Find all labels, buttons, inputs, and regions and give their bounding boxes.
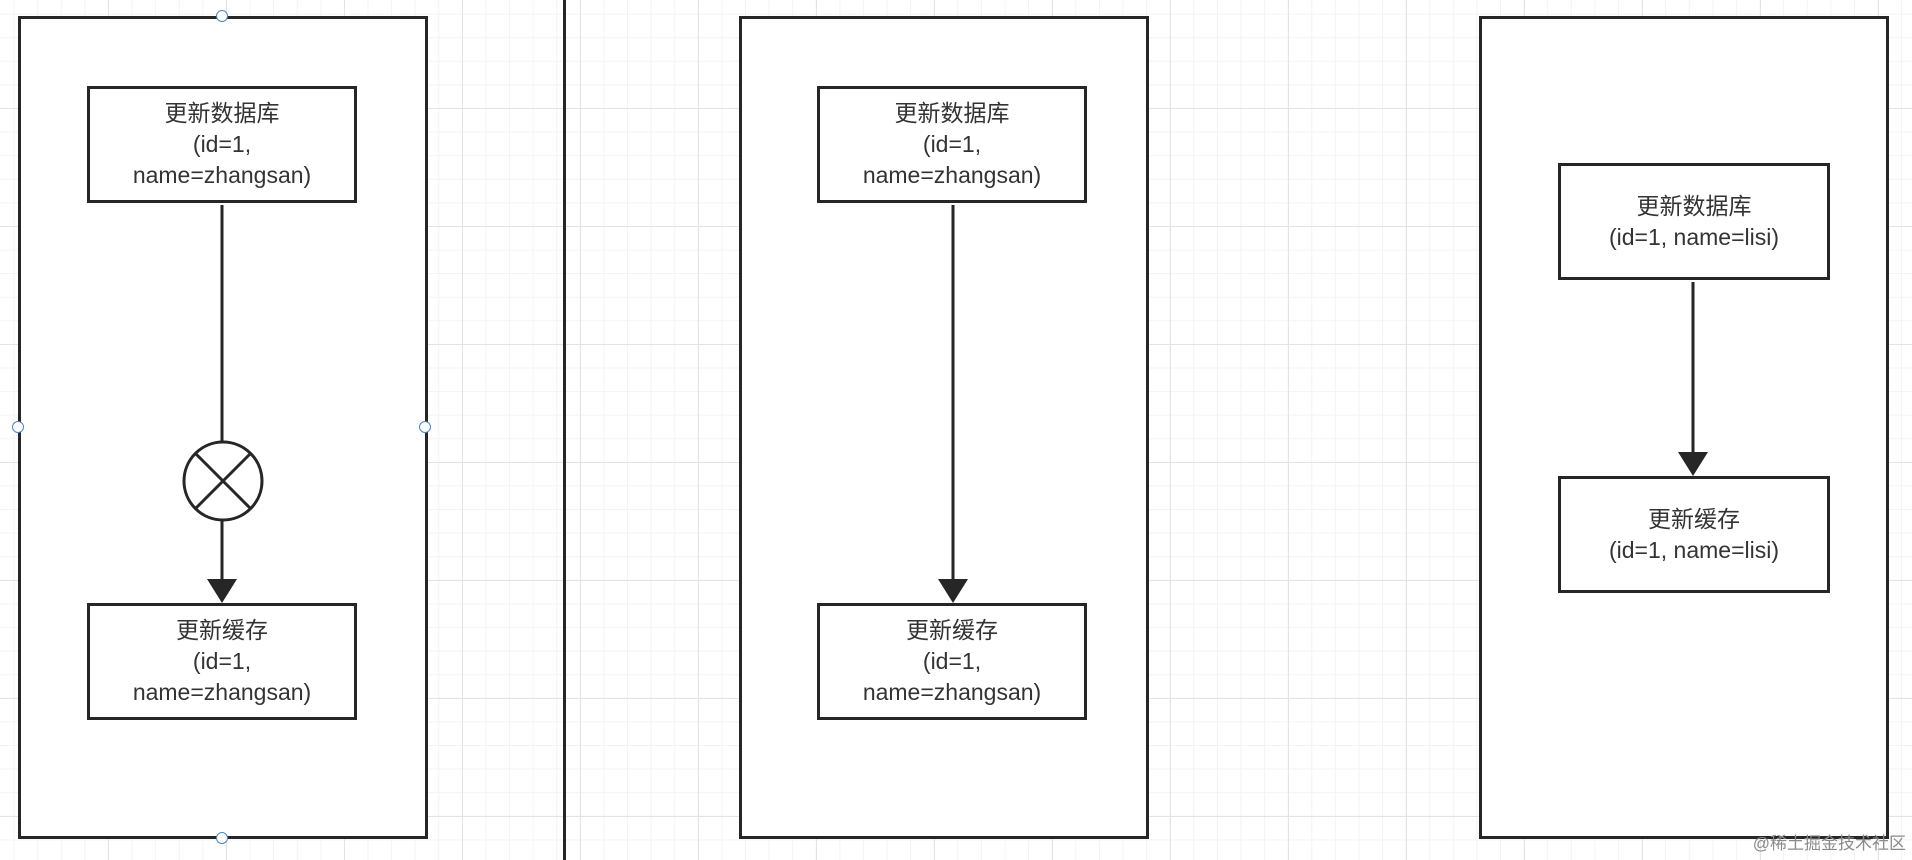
resize-handle-bottom[interactable]	[216, 832, 228, 844]
watermark: @稀土掘金技术社区	[1752, 834, 1906, 853]
panel-1-update-cache-node[interactable]: 更新缓存 (id=1, name=zhangsan)	[87, 603, 357, 720]
node-label: name=zhangsan)	[132, 162, 312, 188]
node-label: name=zhangsan)	[862, 162, 1042, 188]
panel-1-update-db-node[interactable]: 更新数据库 (id=1, name=zhangsan)	[87, 86, 357, 203]
resize-handle-right[interactable]	[419, 421, 431, 433]
panel-2-update-db-node[interactable]: 更新数据库 (id=1, name=zhangsan)	[817, 86, 1087, 203]
node-label: (id=1,	[192, 648, 252, 674]
node-label: 更新数据库	[164, 100, 280, 126]
panel-3-container[interactable]	[1479, 16, 1889, 839]
node-label: 更新缓存	[176, 617, 268, 643]
node-label: 更新数据库	[1636, 192, 1752, 219]
node-label: 更新缓存	[1648, 505, 1740, 532]
resize-handle-top[interactable]	[216, 10, 228, 22]
resize-handle-left[interactable]	[12, 421, 24, 433]
node-label: name=zhangsan)	[862, 679, 1042, 705]
node-label: name=zhangsan)	[132, 679, 312, 705]
node-label: 更新缓存	[906, 617, 998, 643]
node-label: (id=1,	[922, 648, 982, 674]
panel-3-update-db-node[interactable]: 更新数据库 (id=1, name=lisi)	[1558, 163, 1830, 280]
node-label: (id=1, name=lisi)	[1608, 536, 1780, 563]
panel-2-update-cache-node[interactable]: 更新缓存 (id=1, name=zhangsan)	[817, 603, 1087, 720]
circle-x-icon	[182, 440, 264, 522]
node-label: (id=1,	[192, 131, 252, 157]
node-label: (id=1,	[922, 131, 982, 157]
panel-3-update-cache-node[interactable]: 更新缓存 (id=1, name=lisi)	[1558, 476, 1830, 593]
vertical-divider	[563, 0, 566, 860]
node-label: 更新数据库	[894, 100, 1010, 126]
node-label: (id=1, name=lisi)	[1608, 223, 1780, 250]
